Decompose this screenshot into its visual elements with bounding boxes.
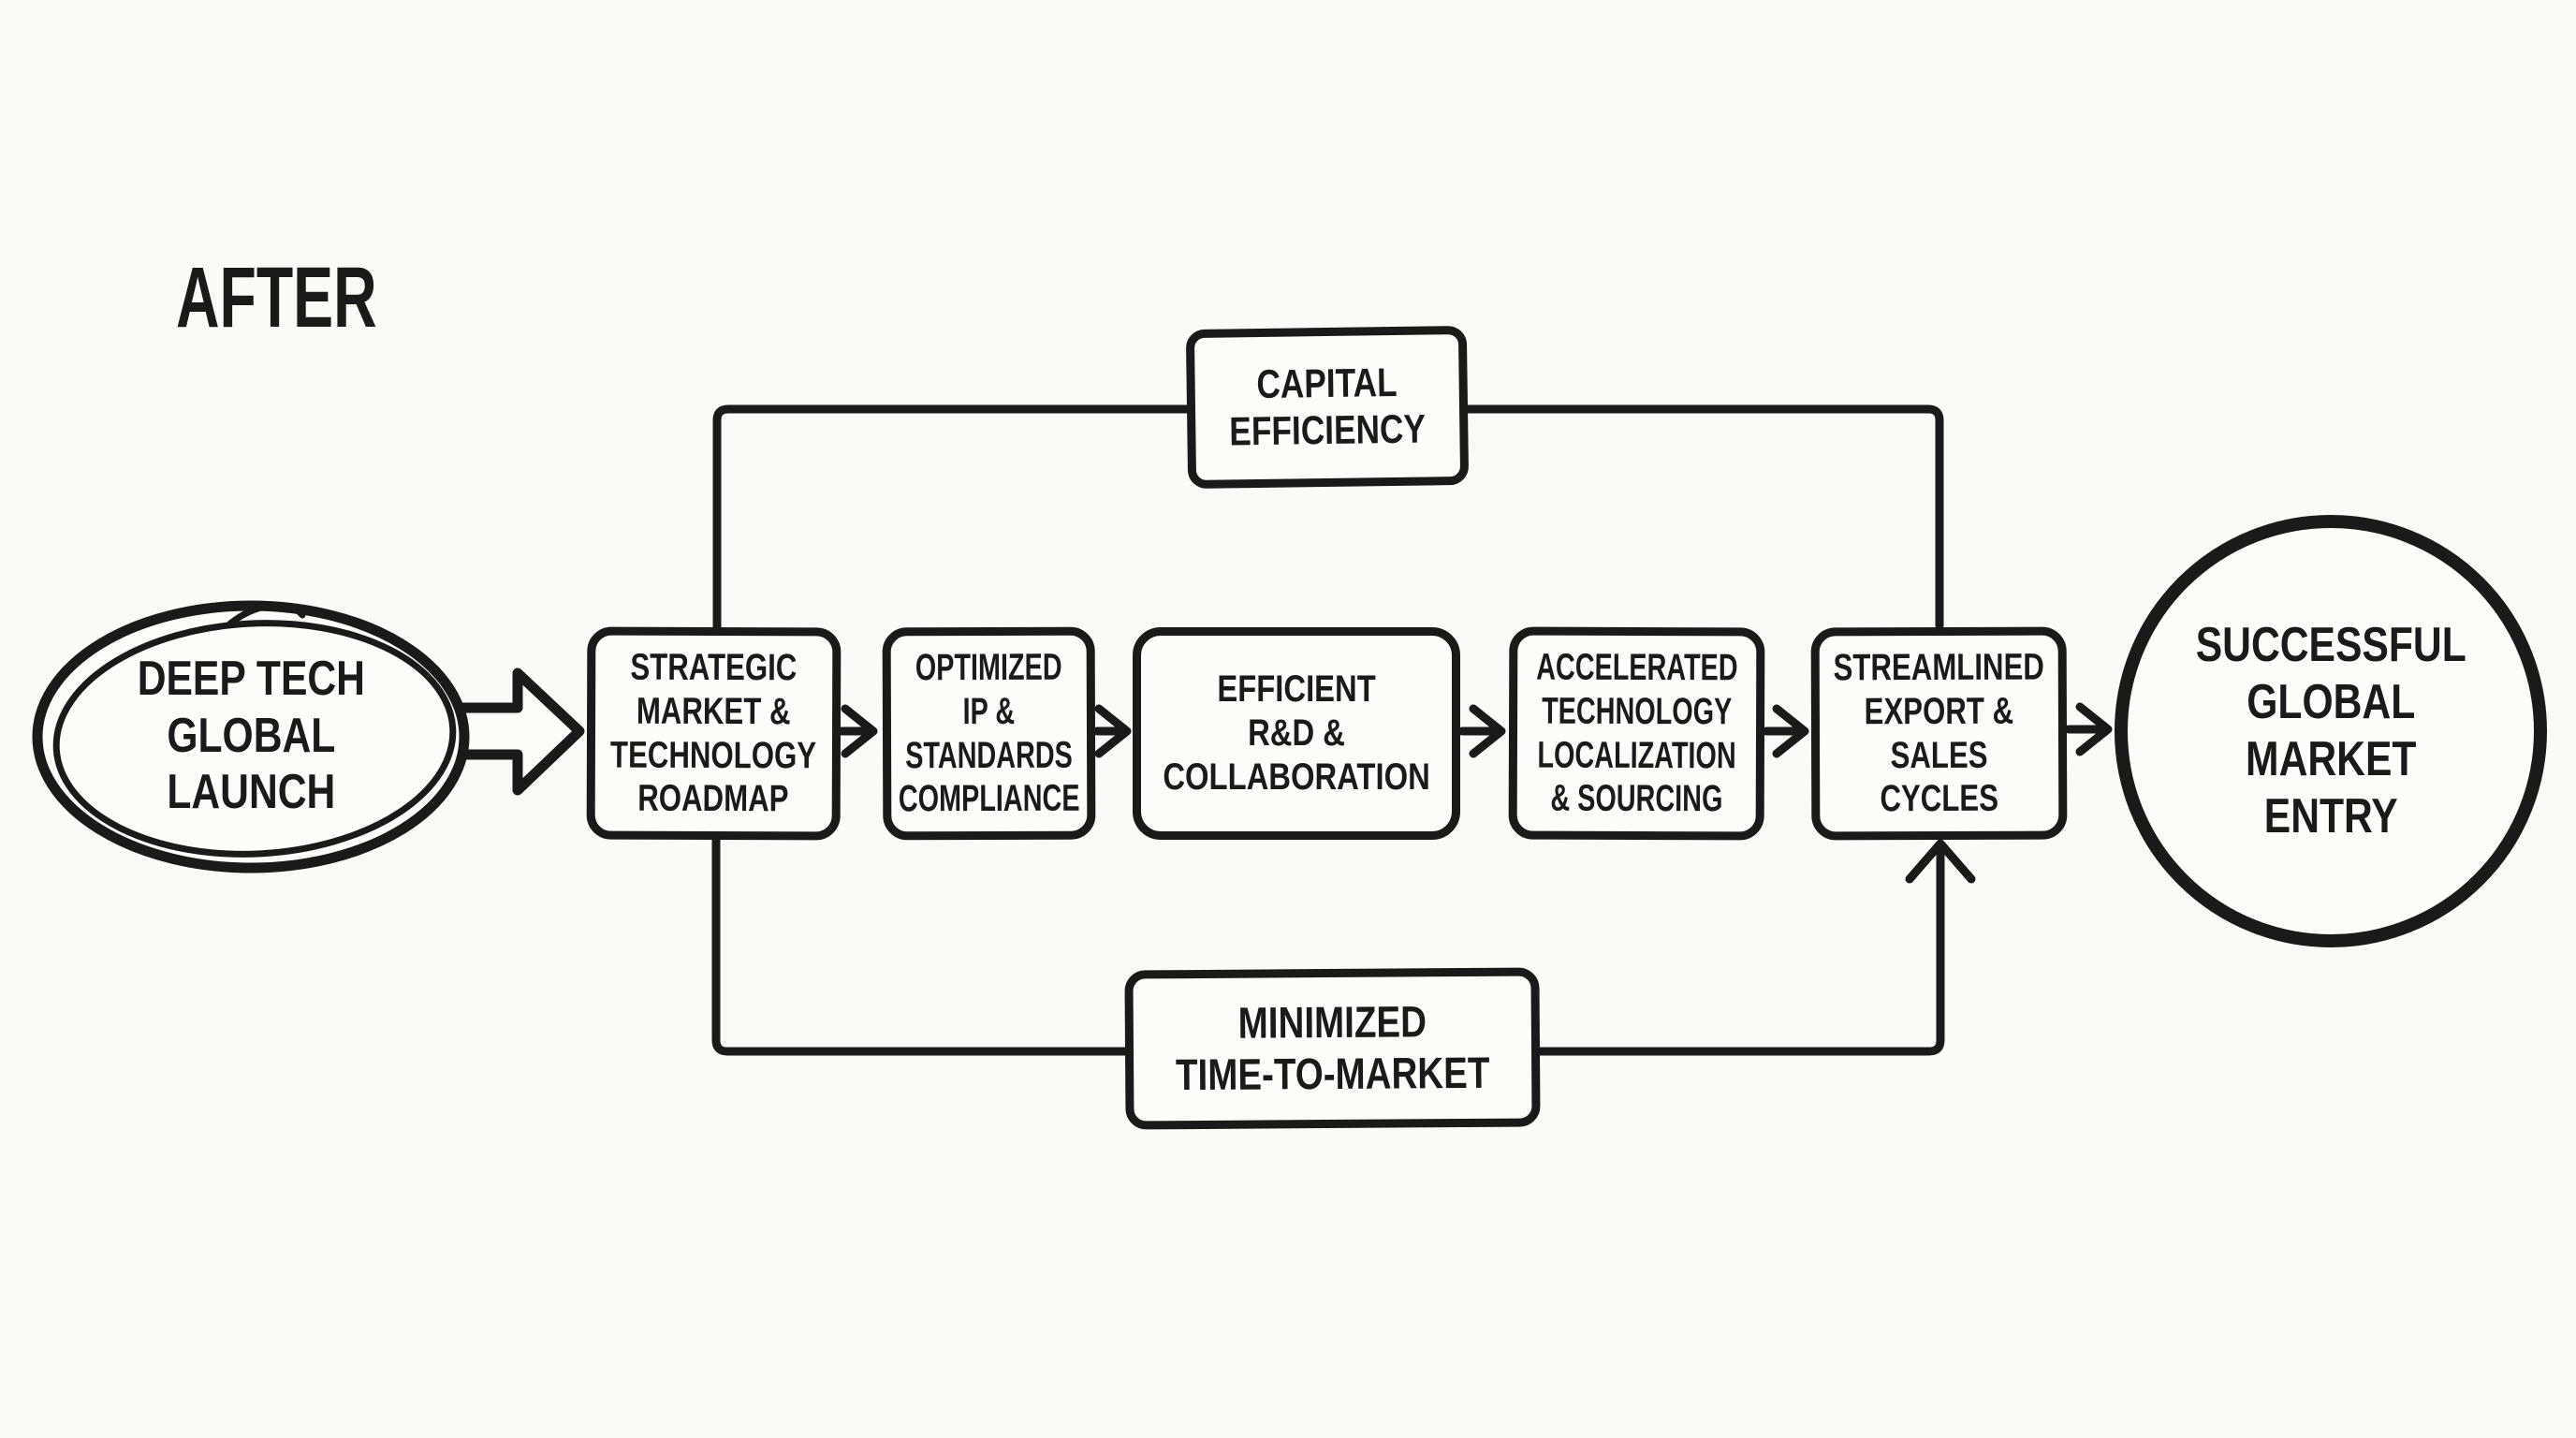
block-arrow [451,668,585,796]
end-node-label: SUCCESSFUL GLOBAL MARKET ENTRY [2195,618,2466,844]
sketch-flick [227,602,306,627]
step-label: ACCELERATED TECHNOLOGY LOCALIZATION & SO… [1535,646,1738,820]
step-label: OPTIMIZED IP & STANDARDS COMPLIANCE [898,646,1080,820]
step-label: STRATEGIC MARKET & TECHNOLOGY ROADMAP [610,646,817,820]
arrow-step2-step3 [1092,704,1132,758]
step-optimized-ip-standards-compliance: OPTIMIZED IP & STANDARDS COMPLIANCE [882,626,1096,841]
benefit-label: MINIMIZED TIME-TO-MARKET [1175,996,1490,1100]
arrow-step5-end [2064,702,2113,756]
benefit-label: CAPITAL EFFICIENCY [1229,360,1427,455]
step-label: EFFICIENT R&D & COLLABORATION [1163,668,1430,798]
start-node-deep-tech-global-launch: DEEP TECH GLOBAL LAUNCH [70,637,432,835]
benefit-capital-efficiency: CAPITAL EFFICIENCY [1185,325,1470,490]
start-node-label: DEEP TECH GLOBAL LAUNCH [137,651,365,820]
end-node-successful-global-market-entry: SUCCESSFUL GLOBAL MARKET ENTRY [2144,579,2518,884]
page-title: AFTER [176,250,377,345]
step-label: STREAMLINED EXPORT & SALES CYCLES [1833,646,2045,820]
arrow-step4-step5 [1762,704,1809,758]
benefit-minimized-time-to-market: MINIMIZED TIME-TO-MARKET [1124,967,1541,1130]
arrow-step1-step2 [837,704,878,758]
bottom-loop-arrowhead [1905,839,1976,884]
step-efficient-rd-collaboration: EFFICIENT R&D & COLLABORATION [1133,627,1460,840]
start-ellipse [32,600,470,873]
step-strategic-market-technology-roadmap: STRATEGIC MARKET & TECHNOLOGY ROADMAP [586,626,842,841]
step-streamlined-export-sales-cycles: STREAMLINED EXPORT & SALES CYCLES [1810,626,2068,841]
end-circle [2115,515,2547,947]
arrow-step3-step4 [1457,704,1506,758]
step-accelerated-technology-localization-sourcing: ACCELERATED TECHNOLOGY LOCALIZATION & SO… [1508,626,1765,841]
